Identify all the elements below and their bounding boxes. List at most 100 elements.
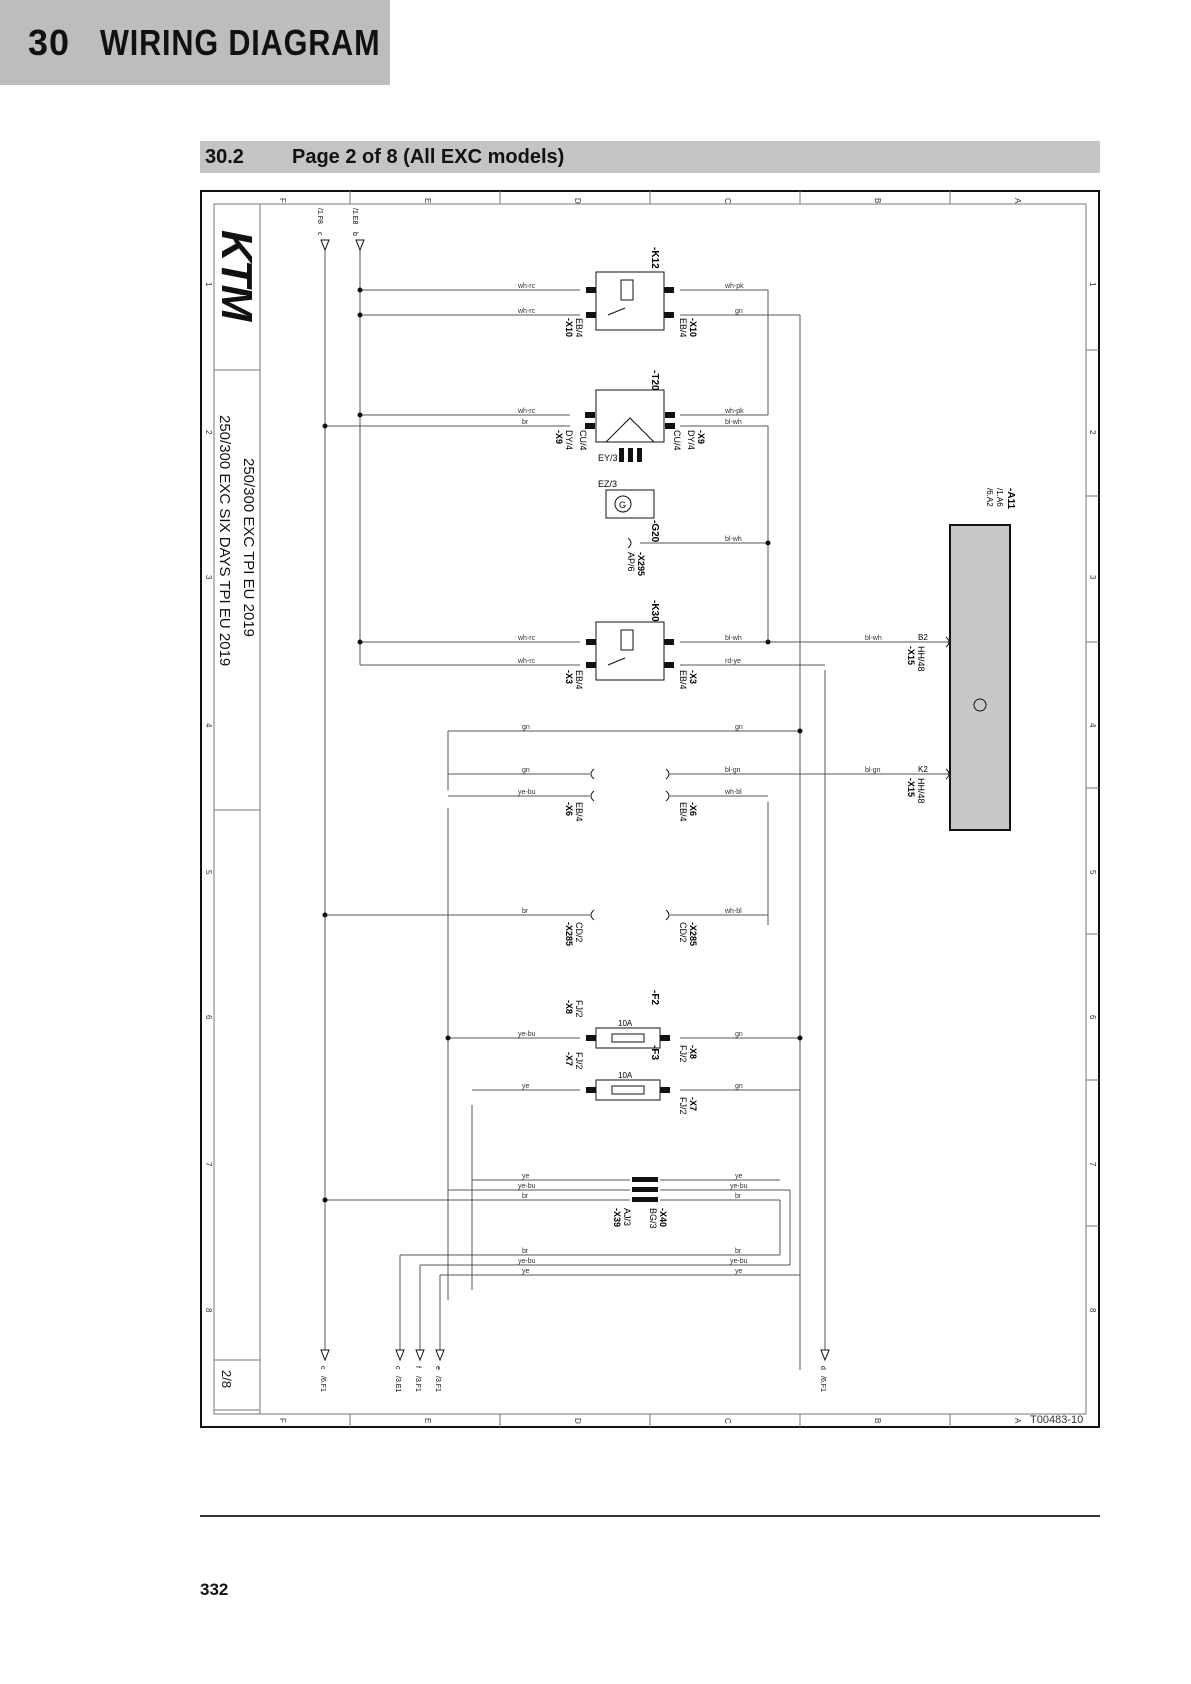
ref-arrow-bottom-5 (820, 1349, 830, 1362)
wire-label: wh-bl (724, 789, 742, 796)
generator-g20: G (605, 489, 655, 519)
section-number: 30.2 (205, 146, 244, 168)
label-k30: -K30 (649, 600, 660, 622)
label-x8-right: -X8 (688, 1045, 698, 1059)
label-cu4-right: CU/4 (672, 430, 682, 451)
row-number-3: 3 (204, 575, 213, 580)
label-eb4-x6-right: EB/4 (678, 802, 688, 822)
ref-arrow-bottom-3 (415, 1349, 425, 1362)
wires (324, 250, 955, 1370)
row-number-6: 6 (204, 1015, 213, 1020)
label-eb4-k30-left: EB/4 (574, 670, 584, 690)
label-x10-left: -X10 (564, 318, 574, 337)
col-letter-c-bottom: C (723, 1418, 732, 1424)
wire-label: wh-rc (517, 635, 536, 642)
label-cd2-left: CD/2 (574, 922, 584, 943)
connector-x6 (590, 768, 670, 802)
wire-label: gn (735, 1031, 743, 1038)
ref-bottom-5-label: /6.F1 (819, 1376, 826, 1392)
col-letter-b: B (873, 198, 882, 203)
wire-label: bl-wh (725, 536, 742, 543)
svg-text:G: G (619, 500, 626, 510)
ref-arrow-bottom-1 (320, 1349, 330, 1362)
grid-ticks (349, 191, 1099, 1427)
chapter-number: 30 (28, 22, 71, 63)
wire-label: ye (735, 1173, 743, 1180)
row-number-2-right: 2 (1088, 430, 1097, 435)
relay-k30 (586, 621, 674, 681)
section-bar (200, 141, 1100, 173)
col-letter-a: A (1013, 198, 1022, 204)
label-x9-left: -X9 (554, 430, 564, 444)
row-number-5-right: 5 (1088, 870, 1097, 875)
ktm-logo: KTM (212, 230, 261, 323)
pickup-t20 (585, 389, 675, 462)
wire-label: wh-rc (517, 308, 536, 315)
wire-label: ye-bu (518, 789, 536, 796)
ref-bottom-2-label: /3.E1 (394, 1376, 401, 1392)
chapter-tab (0, 0, 390, 85)
ref-top-b-label: /1.E8 (351, 208, 358, 224)
wire-label: wh-rc (517, 408, 536, 415)
ref-arrow-bottom-2 (395, 1349, 405, 1362)
row-number-1: 1 (204, 282, 213, 287)
label-cd2-right: CD/2 (678, 922, 688, 943)
row-number-4: 4 (204, 723, 213, 728)
label-x39: -X39 (612, 1208, 622, 1227)
wire-label: gn (735, 308, 743, 315)
wire-label: bl-gn (725, 767, 741, 774)
wire-label: ye (522, 1268, 530, 1275)
ref-bottom-4-label: /3.F1 (434, 1376, 441, 1392)
ref-bottom-1-letter: c (319, 1366, 326, 1370)
junction-dots (322, 287, 803, 1203)
ref-top-c-label: /1.F8 (316, 208, 323, 224)
relay-k12 (586, 271, 674, 331)
wire-label: br (522, 1193, 529, 1200)
col-letter-e: E (423, 198, 432, 203)
label-g20: -G20 (649, 520, 660, 543)
wire-label: bl-gn (865, 767, 881, 774)
label-f2: -F2 (649, 990, 660, 1005)
label-x7-left: -X7 (564, 1052, 574, 1066)
wire-label: wh-pk (724, 283, 744, 290)
row-number-8-right: 8 (1088, 1308, 1097, 1313)
col-letter-d: D (573, 198, 582, 204)
wire-label: ye-bu (730, 1258, 748, 1265)
ref-bottom-3-letter: f (414, 1366, 421, 1368)
wire-label: br (735, 1248, 742, 1255)
ecu-a11 (949, 524, 1011, 831)
connector-x39-x40 (632, 1177, 658, 1202)
row-number-4-right: 4 (1088, 723, 1097, 728)
label-dy4-right: DY/4 (686, 430, 696, 450)
row-number-3-right: 3 (1088, 575, 1097, 580)
label-k12: -K12 (649, 247, 660, 269)
label-x3-right: -X3 (688, 670, 698, 684)
ref-top-c-letter: c (316, 232, 323, 236)
label-eb4-k30-right: EB/4 (678, 670, 688, 690)
wire-label: ye (522, 1173, 530, 1180)
label-a11: -A11 (1005, 488, 1016, 510)
row-number-2: 2 (204, 430, 213, 435)
label-eb4-x6-left: EB/4 (574, 802, 584, 822)
label-x8-left: -X8 (564, 1000, 574, 1014)
footer-rule (200, 1515, 1100, 1517)
wire-label: ye (735, 1268, 743, 1275)
fuse-f3-rating: 10A (618, 1071, 633, 1080)
label-fj2-f3-right: FJ/2 (678, 1097, 688, 1115)
label-aj3: AJ/3 (622, 1208, 632, 1226)
wire-label: gn (735, 724, 743, 731)
model-line-1: 250/300 EXC TPI EU 2019 (240, 458, 257, 637)
col-letter-d-bottom: D (573, 1418, 582, 1424)
drawing-number: T00483-10 (1030, 1414, 1083, 1426)
ecu-symbol-icon (973, 698, 987, 712)
wire-label: wh-rc (517, 283, 536, 290)
ref-arrow-top-c (320, 239, 330, 252)
fuse-f2-rating: 10A (618, 1019, 633, 1028)
label-fj2-f3-left: FJ/2 (574, 1052, 584, 1070)
wire-label: ye-bu (518, 1031, 536, 1038)
label-ey3: EY/3 (598, 453, 618, 463)
label-a11-ref-1: /1.A6 (995, 488, 1004, 507)
chapter-title: WIRING DIAGRAM (100, 22, 381, 63)
row-number-8: 8 (204, 1308, 213, 1313)
wire-label: ye-bu (518, 1183, 536, 1190)
